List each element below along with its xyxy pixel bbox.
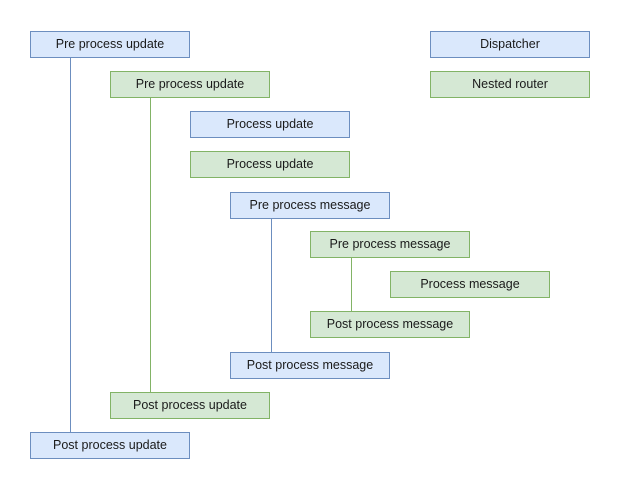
node-post-process-message-router[interactable]: Post process message	[310, 311, 470, 338]
node-process-message-router[interactable]: Process message	[390, 271, 550, 298]
node-post-process-update-router[interactable]: Post process update	[110, 392, 270, 419]
legend-item-dispatcher[interactable]: Dispatcher	[430, 31, 590, 58]
edge-pre-message-to-post-message-dispatcher	[271, 219, 272, 352]
node-label: Post process update	[53, 438, 167, 453]
node-label: Process message	[420, 277, 520, 292]
node-label: Pre process update	[55, 37, 165, 52]
legend-item-nested-router[interactable]: Nested router	[430, 71, 590, 98]
node-label: Post process message	[246, 358, 374, 373]
edge-pre-message-to-post-message-router	[351, 258, 352, 311]
node-process-update-router[interactable]: Process update	[190, 151, 350, 178]
node-label: Pre process message	[329, 237, 451, 252]
node-pre-process-message-router[interactable]: Pre process message	[310, 231, 470, 258]
node-label: Process update	[226, 117, 314, 132]
edge-pre-update-to-post-update-router	[150, 98, 151, 392]
node-label: Post process message	[326, 317, 454, 332]
node-pre-process-message-dispatcher[interactable]: Pre process message	[230, 192, 390, 219]
node-process-update-dispatcher[interactable]: Process update	[190, 111, 350, 138]
node-label: Pre process message	[249, 198, 371, 213]
node-post-process-update-dispatcher[interactable]: Post process update	[30, 432, 190, 459]
node-pre-process-update-router[interactable]: Pre process update	[110, 71, 270, 98]
legend-item-label: Dispatcher	[480, 37, 540, 52]
node-label: Post process update	[133, 398, 247, 413]
node-label: Pre process update	[135, 77, 245, 92]
node-pre-process-update-dispatcher[interactable]: Pre process update	[30, 31, 190, 58]
legend-item-label: Nested router	[472, 77, 548, 92]
node-label: Process update	[226, 157, 314, 172]
node-post-process-message-dispatcher[interactable]: Post process message	[230, 352, 390, 379]
edge-pre-update-to-post-update-dispatcher	[70, 58, 71, 432]
